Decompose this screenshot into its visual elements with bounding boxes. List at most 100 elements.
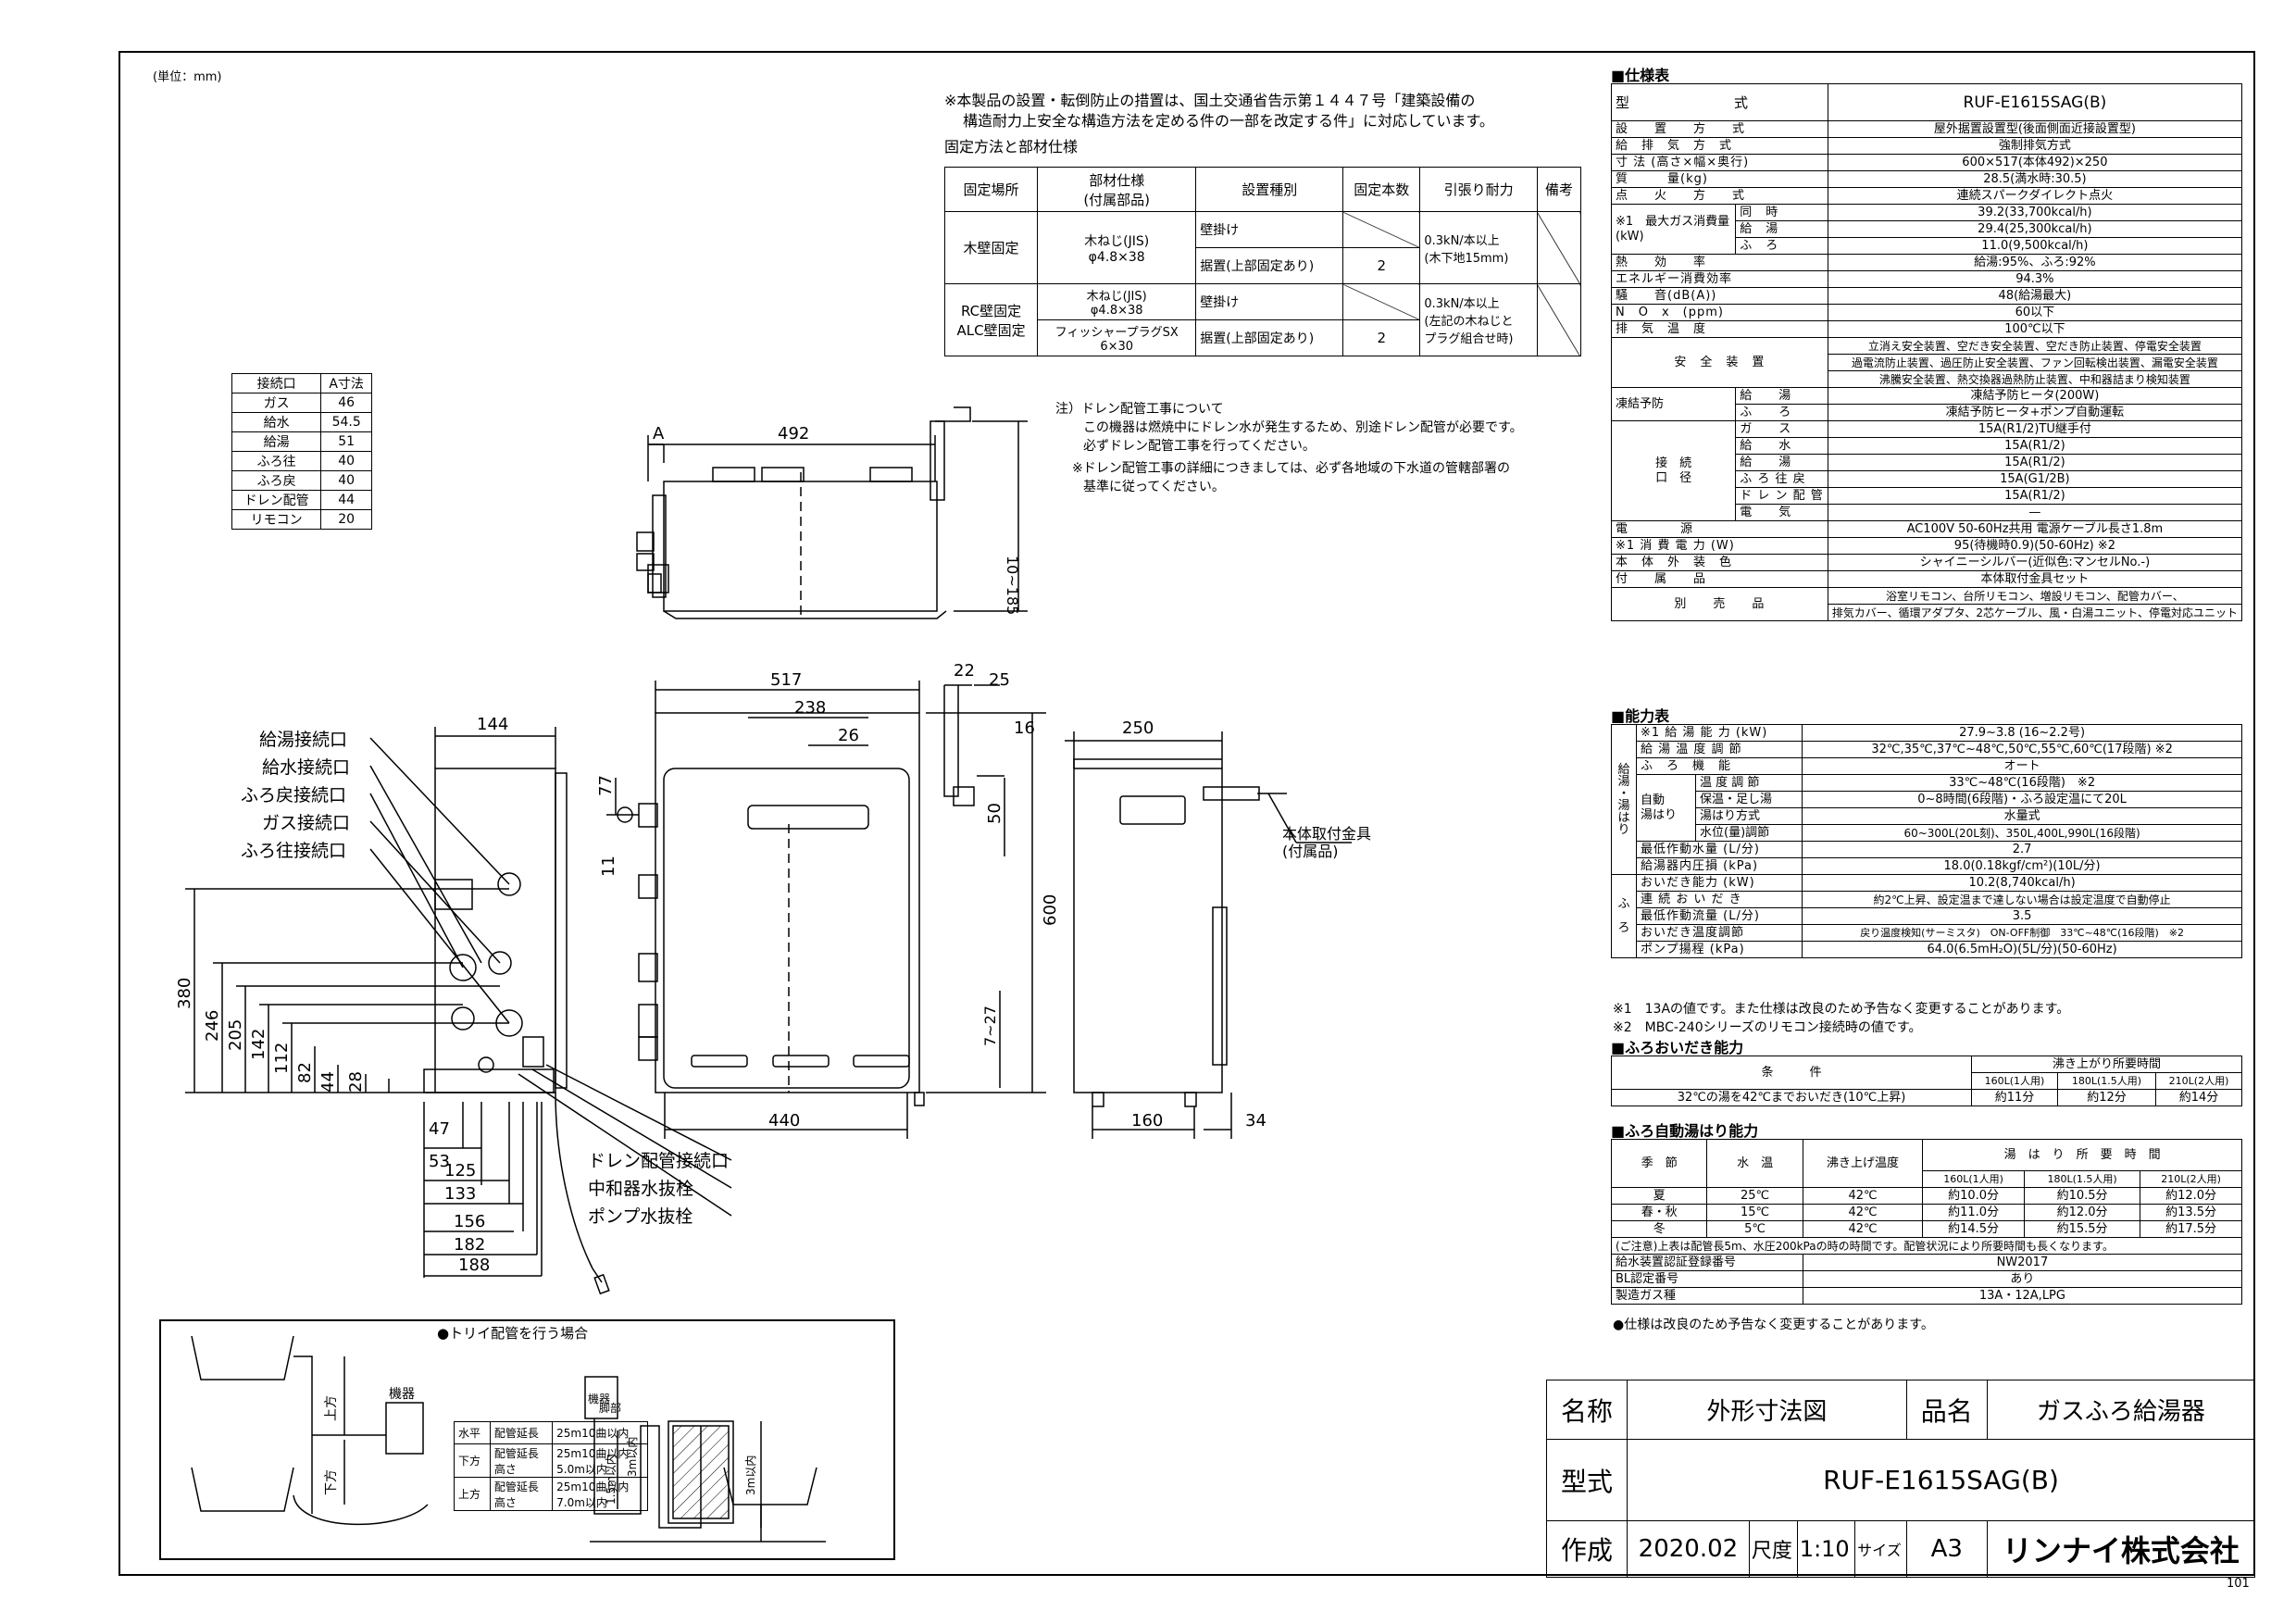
spec-label: 設 置 方 式 [1611, 120, 1828, 138]
spec-value: 15A(R1/2) [1827, 437, 2243, 455]
spec-value: 立消え安全装置、空だき安全装置、空だき防止装置、停電安全装置 [1827, 337, 2243, 355]
ability-label: 給 湯 温 度 調 節 [1635, 741, 1803, 758]
dim-7-27: 7~27 [981, 1006, 999, 1046]
dim-28: 28 [346, 1071, 366, 1093]
spec-value: 連続スパークダイレクト点火 [1827, 187, 2243, 205]
fixing-table: 固定場所 部材仕様 (付属部品) 設置種別 固定本数 引張り耐力 備考 木壁固定… [943, 167, 1582, 356]
spec-label: 安 全 装 置 [1611, 337, 1828, 388]
cert-value: 13A・12A,LPG [1802, 1287, 2243, 1305]
ability-value: 約2℃上昇、設定温まで達しない場合は設定温度で自動停止 [1802, 891, 2242, 908]
cert-note: ●仕様は改良のため予告なく変更することがあります。 [1613, 1318, 1934, 1332]
fix-material: フィッシャープラグSX 6×30 [1037, 319, 1197, 356]
spec-sublabel: ド レ ン 配 管 [1735, 487, 1828, 505]
fix-material: 木ねじ(JIS) φ4.8×38 [1037, 283, 1197, 320]
autofill-cell: 42℃ [1802, 1204, 1924, 1221]
install-note-line: ※本製品の設置・転倒防止の措置は、国土交通省告示第１４４７号「建築設備の [944, 92, 1476, 109]
ability-label: ふ ろ 機 能 [1635, 757, 1803, 775]
pipe-cell: 25m10曲以内 7.0m以内 [552, 1477, 648, 1511]
left-side-view [185, 727, 732, 1295]
ability-group-label: ふ ろ [1611, 874, 1637, 958]
ability-title: ■能力表 [1611, 707, 1670, 725]
spec-value: 29.4(25,300kcal/h) [1827, 220, 2243, 238]
a-port: リモコン [231, 509, 322, 530]
spec-value: 強制排気方式 [1827, 137, 2243, 155]
scale-label: 尺度 [1748, 1520, 1798, 1578]
fix-type: 据置(上部固定あり) [1195, 247, 1344, 284]
trap-h3: 3m以内 [744, 1455, 757, 1495]
spec-label: 質 量(kg) [1611, 170, 1828, 188]
dim-112: 112 [272, 1043, 292, 1074]
ability-table: 給 湯 ・ 湯 は り※1 給 湯 能 力 (kW)27.9~3.8 (16~2… [1611, 724, 2242, 958]
dim-250: 250 [1122, 718, 1154, 738]
cert-label: 製造ガス種 [1611, 1287, 1803, 1305]
spec-title: ■仕様表 [1611, 67, 1670, 84]
ability-label: 給湯器内圧損 (kPa) [1635, 857, 1803, 875]
a-header: A寸法 [320, 373, 372, 394]
spec-label: N O x (ppm) [1611, 304, 1828, 321]
spec-value: 給湯:95%、ふろ:92% [1827, 254, 2243, 271]
autofill-cell: 夏 [1610, 1187, 1708, 1205]
fix-strength: 0.3kN/本以上 (左記の木ねじと プラグ組合せ時) [1419, 283, 1538, 356]
trap-unit-label: 機器 [588, 1392, 610, 1405]
autofill-cell: 25℃ [1706, 1187, 1803, 1205]
ability-value: 60~300L(20L刻)、350L,400L,990L(16段階) [1802, 824, 2242, 842]
reheat-header: 条 件 [1611, 1056, 1972, 1090]
spec-value: 60以下 [1827, 304, 2243, 321]
autofill-cell: 約12.0分 [2023, 1204, 2141, 1221]
autofill-col: 160L(1人用) [1922, 1170, 2025, 1188]
autofill-header: 沸き上げ温度 [1802, 1139, 1924, 1188]
unit-note: (単位：mm) [153, 70, 222, 84]
ability-label: 湯はり方式 [1694, 807, 1803, 825]
cert-value: NW2017 [1802, 1254, 2243, 1271]
dim-50: 50 [985, 803, 1004, 824]
autofill-cell: 約17.5分 [2140, 1220, 2242, 1238]
autofill-header: 水 温 [1706, 1139, 1803, 1188]
dim-22: 22 [954, 661, 975, 681]
fixing-table-title: 固定方法と部材仕様 [944, 138, 1079, 156]
side-view [1065, 731, 1352, 1139]
dim-380: 380 [175, 978, 194, 1009]
spec-sublabel: 給 水 [1735, 437, 1828, 455]
ability-value: 27.9~3.8 (16~2.2号) [1802, 724, 2242, 742]
model-label: 型式 [1546, 1439, 1628, 1521]
spec-sublabel: 電 気 [1735, 504, 1828, 521]
spec-value: 11.0(9,500kcal/h) [1827, 237, 2243, 255]
fix-strength: 0.3kN/本以上 (木下地15mm) [1419, 211, 1538, 284]
fix-place: 木壁固定 [943, 211, 1039, 284]
fix-header: 部材仕様 (付属部品) [1037, 167, 1197, 212]
piping-upper-label: 上方 [324, 1395, 339, 1421]
reheat-col: 180L(1.5人用) [2056, 1072, 2157, 1090]
install-note-line: 構造耐力上安全な構造方法を定める件の一部を改定する件」に対応しています。 [963, 112, 1494, 130]
spec-value: 600×517(本体492)×250 [1827, 154, 2243, 171]
fix-header: 引張り耐力 [1419, 167, 1538, 212]
drain-note-line: ※ドレン配管工事の詳細につきましては、必ず各地域の下水道の管轄部署の [1072, 461, 1511, 476]
spec-value: 100℃以下 [1827, 320, 2243, 338]
ability-value: 32℃,35℃,37℃~48℃,50℃,55℃,60℃(17段階) ※2 [1802, 741, 2242, 758]
piping-unit-label: 機器 [389, 1387, 415, 1402]
spec-label: ※1 消 費 電 力 (W) [1611, 537, 1828, 555]
autofill-cell: 42℃ [1802, 1187, 1924, 1205]
pipe-cell: 配管延長 [489, 1421, 554, 1444]
dim-144: 144 [477, 715, 508, 734]
dim-25: 25 [989, 670, 1010, 690]
dim-188: 188 [458, 1255, 490, 1275]
dim-26: 26 [838, 726, 859, 745]
fix-type: 壁掛け [1195, 283, 1344, 320]
spec-value: AC100V 50-60Hz共用 電源ケーブル長さ1.8m [1827, 520, 2243, 538]
conn-label-bath-supply: ふろ往接続口 [241, 841, 346, 861]
made-value: 2020.02 [1627, 1520, 1750, 1578]
a-port: 給水 [231, 412, 322, 432]
spec-sublabel: ふ ろ 往 戻 [1735, 470, 1828, 488]
dim-11: 11 [599, 856, 618, 877]
dim-10-185: 10~185 [1004, 556, 1021, 615]
made-label: 作成 [1546, 1520, 1628, 1578]
reheat-col: 210L(2人用) [2155, 1072, 2242, 1090]
a-value: 46 [320, 393, 372, 413]
pipe-cell: 下方 [454, 1443, 491, 1478]
spec-label: エネルギー消費効率 [1611, 270, 1828, 288]
autofill-table: 季 節水 温沸き上げ温度湯 は り 所 要 時 間 160L(1人用)180L(… [1610, 1139, 2243, 1305]
model-value: RUF-E1615SAG(B) [1627, 1439, 2255, 1521]
dim-238: 238 [794, 698, 826, 718]
dim-44: 44 [318, 1071, 338, 1093]
